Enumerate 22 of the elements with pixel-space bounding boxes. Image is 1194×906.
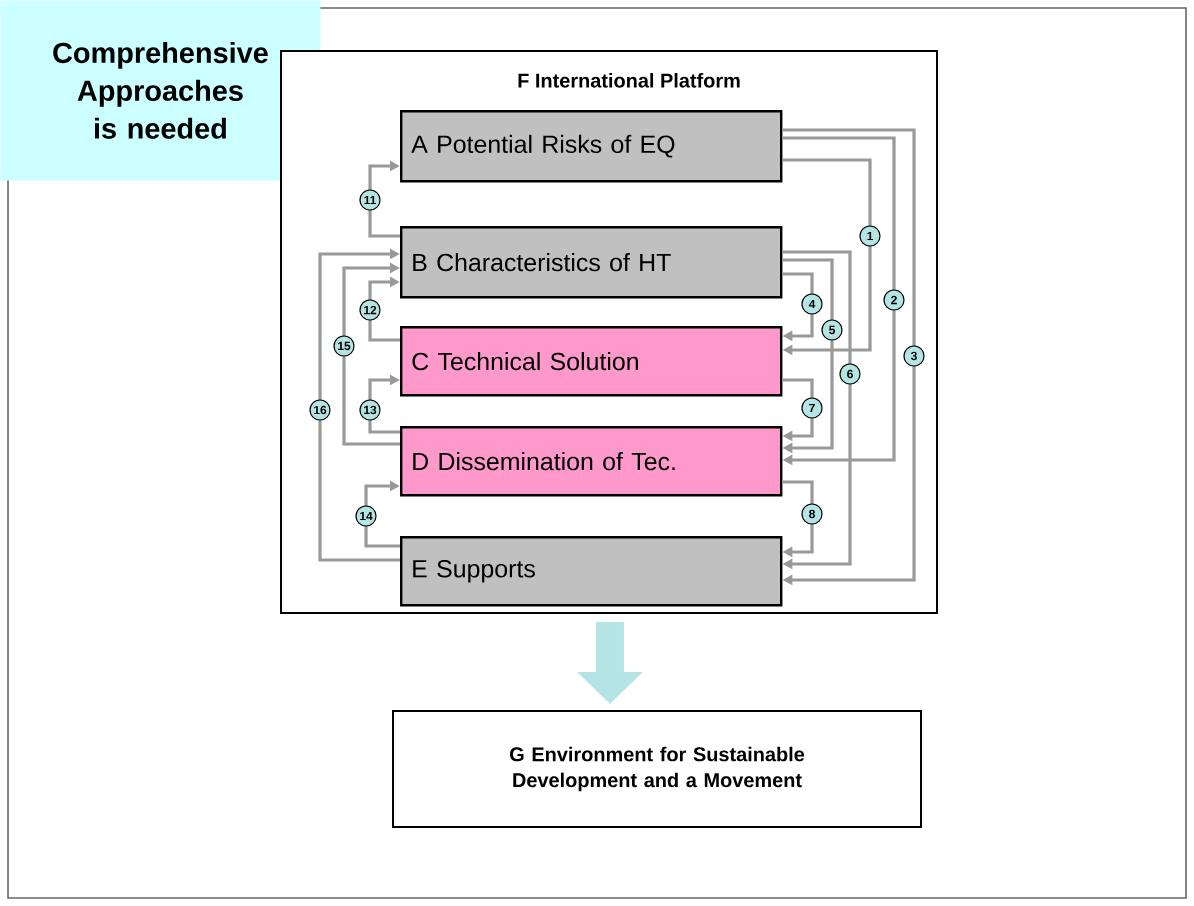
connector-arrow [318,248,400,562]
frame-heading: F International Platform [518,73,740,88]
process-box: E Supports [400,536,783,607]
connector-arrow [342,262,400,446]
process-box: D Dissemination of Tec. [400,426,783,497]
connector-arrow [368,374,400,434]
result-box: G Environment for Sustainable Development and a Movement [392,710,922,828]
connector-arrow [782,258,834,454]
connector-arrow [364,480,400,548]
connector-arrow [782,378,814,442]
process-box: A Potential Risks of EQ [400,110,783,183]
connector-arrow [782,272,814,342]
note-box: Comprehensive Approaches is needed [0,0,321,181]
process-box: C Technical Solution [400,326,783,397]
connector-arrow [782,136,896,466]
connector-arrow [782,480,814,558]
connector-arrow [368,276,400,342]
connector-arrow [782,128,916,586]
connector-arrow [368,160,400,238]
connector-arrow [782,250,852,570]
process-box: B Characteristics of HT [400,226,783,299]
connector-arrow [782,158,872,356]
